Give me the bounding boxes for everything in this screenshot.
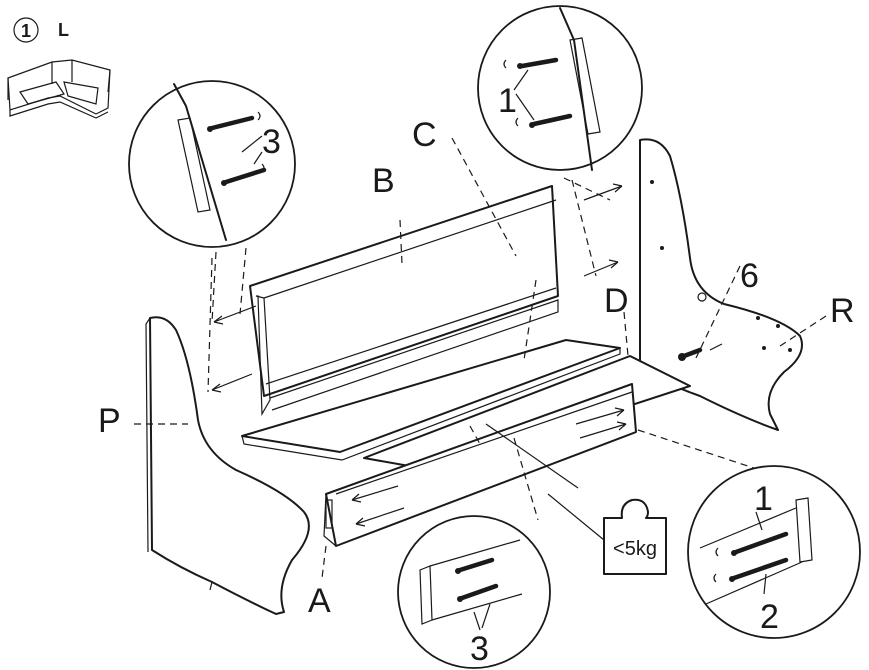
part-label-c: C	[412, 116, 437, 154]
part-label-a: A	[308, 582, 331, 620]
callout-1-top: 1	[498, 82, 517, 120]
front-rail-a	[323, 383, 637, 547]
part-labels: B C D P R A 6	[98, 116, 855, 620]
part-label-b: B	[372, 162, 395, 200]
detail-circle-top-left: 3	[128, 80, 296, 248]
weight-limit-label: <5kg	[613, 538, 657, 560]
screw-6	[678, 347, 703, 361]
corner-bench-thumbnail	[7, 59, 111, 119]
callout-1-bottom: 1	[754, 480, 773, 518]
step-indicator: 1 L	[13, 17, 69, 43]
step-variant: L	[58, 20, 69, 40]
part-label-d: D	[604, 282, 629, 320]
side-panel-p	[145, 316, 310, 615]
step-number-circle	[13, 17, 39, 43]
detail-circle-bottom-right: 1 2	[687, 465, 861, 639]
step-number: 1	[21, 21, 31, 41]
leader-lines	[134, 137, 827, 579]
seat-board-c	[241, 339, 621, 461]
callout-3-bottom: 3	[470, 630, 489, 668]
detail-circle-bottom-center: 3	[397, 515, 551, 669]
callout-2-bottom: 2	[760, 598, 779, 636]
callout-6: 6	[740, 257, 759, 295]
part-label-r: R	[830, 292, 855, 330]
weight-limit-tag: <5kg	[603, 498, 667, 575]
part-label-p: P	[98, 402, 121, 440]
detail-circle-top-right: 1	[477, 5, 643, 171]
back-panel-b	[249, 185, 559, 417]
callout-3-top: 3	[262, 123, 281, 161]
direction-arrows	[211, 183, 723, 527]
